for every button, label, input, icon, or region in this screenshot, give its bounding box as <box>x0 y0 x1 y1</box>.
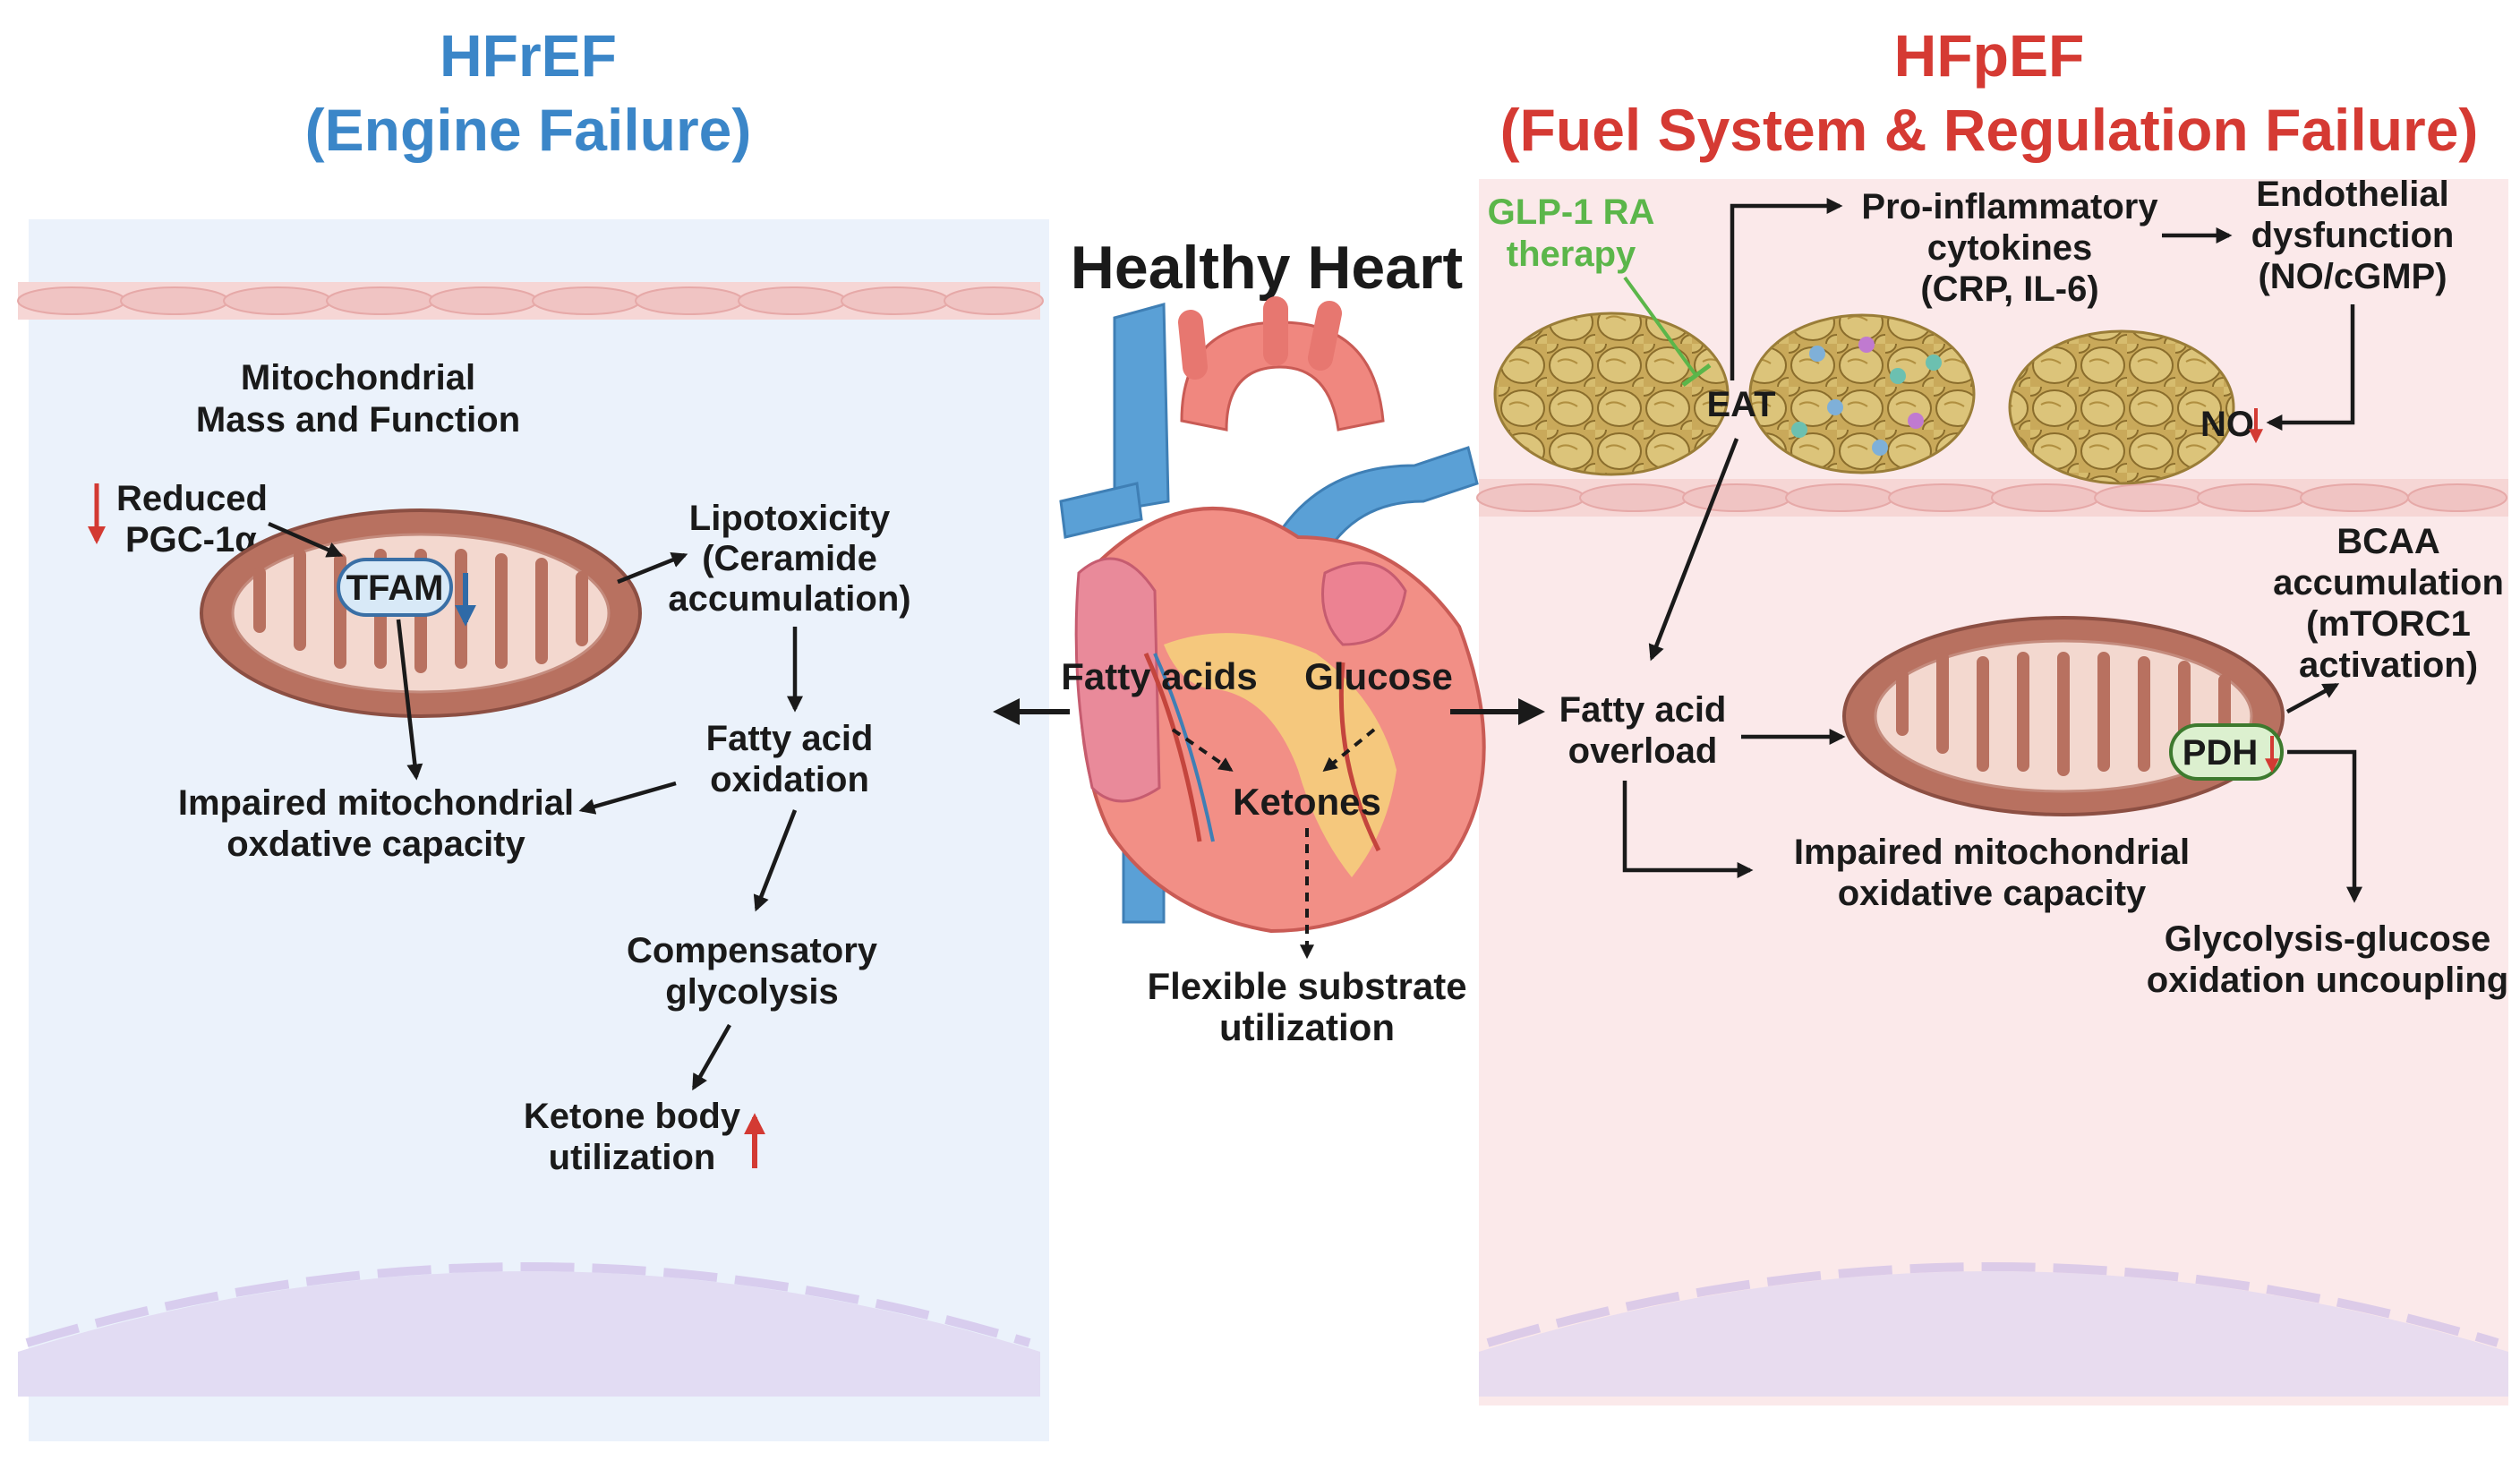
hfpef-title-line2: (Fuel System & Regulation Failure) <box>1500 97 2479 163</box>
hfpef-title-line1: HFpEF <box>1894 22 2085 89</box>
uncoup-line2: oxidation uncoupling <box>2147 961 2508 1000</box>
center-flexible-1: Flexible substrate <box>1147 965 1466 1007</box>
hfref-membrane-cells <box>17 286 1044 315</box>
eat-adipose-cluster-1 <box>1493 312 1730 476</box>
uncoup-line1: Glycolysis-glucose <box>2165 919 2491 959</box>
left-atrium <box>1321 561 1407 646</box>
fao-line2: oxidation <box>710 760 869 799</box>
arrow-mito-to-bcaa <box>2285 683 2340 713</box>
arrow-mito-to-lipotox <box>617 551 688 585</box>
eat-adipose-cluster-3 <box>2008 329 2235 485</box>
arrow-pgc1a-to-tfam <box>268 521 344 558</box>
arrow-tfam-to-impaired <box>396 619 423 781</box>
glp1-inhibition-bar <box>1681 363 1712 388</box>
arrow-endo-to-no <box>2266 304 2355 431</box>
ketone-line1: Ketone body <box>524 1097 741 1136</box>
center-fatty-acids: Fatty acids <box>1061 655 1257 697</box>
reduced-label: Reduced <box>116 479 268 518</box>
arrow-fao-to-impaired <box>578 781 677 815</box>
mito-mass-line2: Mass and Function <box>196 400 520 440</box>
hfref-nucleus <box>18 1271 1040 1397</box>
coronary-artery-2 <box>1338 662 1381 852</box>
glp1-line2: therapy <box>1507 235 1636 274</box>
tfam-label: TFAM <box>346 568 444 608</box>
arrow-eat-to-cytokines <box>1730 198 1843 380</box>
lipotox-line1: Lipotoxicity <box>689 499 891 538</box>
right-atrium <box>1074 557 1161 803</box>
hfref-nucleus-envelope <box>25 1262 1031 1347</box>
left-impaired-line2: oxdative capacity <box>226 824 525 864</box>
glyco-line2: glycolysis <box>665 972 838 1012</box>
coronary-artery-1 <box>1143 652 1202 842</box>
endo-line2: dysfunction <box>2251 216 2455 255</box>
hfpef-nucleus <box>1479 1271 2508 1397</box>
endo-line1: Endothelial <box>2256 175 2449 214</box>
right-impaired-line2: oxidative capacity <box>1838 874 2147 913</box>
glyco-line1: Compensatory <box>627 931 878 970</box>
aortic-branches <box>1178 296 1342 380</box>
mitochondrion-right <box>1842 616 2285 816</box>
dash-glucose-to-ketones <box>1322 728 1376 773</box>
pgc1a-label: PGC-1α <box>125 520 257 560</box>
hfref-panel <box>17 219 1049 1441</box>
no-label: NO <box>2200 405 2254 444</box>
arrow-fao-to-glycolysis <box>753 809 798 912</box>
healthy-heart-title: Healthy Heart <box>1071 234 1463 302</box>
center-flexible-2: utilization <box>1219 1006 1395 1048</box>
hfref-title-line1: HFrEF <box>440 22 617 89</box>
fao-line1: Fatty acid <box>706 719 874 758</box>
arrow-glyco-to-ketone <box>692 1023 731 1091</box>
bcaa-line4: activation) <box>2299 645 2478 685</box>
endo-line3: (NO/cGMP) <box>2258 257 2447 296</box>
bcaa-line2: accumulation <box>2273 563 2504 602</box>
cyto-line2: cytokines <box>1927 228 2093 268</box>
epicardial-fat <box>1164 633 1397 877</box>
glp1-line1: GLP-1 RA <box>1488 192 1655 232</box>
pdh-label: PDH <box>2183 733 2258 773</box>
center-ketones: Ketones <box>1233 781 1381 823</box>
bcaa-line3: (mTORC1 <box>2306 604 2471 644</box>
hfref-title-line2: (Engine Failure) <box>305 97 752 163</box>
bcaa-line1: BCAA <box>2336 522 2440 561</box>
ketone-line2: utilization <box>549 1138 716 1177</box>
glp1-inhibition-line <box>1623 276 1698 378</box>
tfam-box <box>337 558 453 617</box>
lipotox-line3: accumulation) <box>668 579 910 619</box>
right-impaired-line1: Impaired mitochondrial <box>1794 833 2190 872</box>
hfref-panel-bg <box>29 219 1049 1441</box>
pdh-box <box>2169 723 2284 781</box>
dash-fatty-to-ketones <box>1171 728 1234 772</box>
cyto-line3: (CRP, IL-6) <box>1920 269 2098 309</box>
pulmonary-artery <box>1269 446 1479 566</box>
cyto-line1: Pro-inflammatory <box>1861 187 2158 226</box>
lipotox-line2: (Ceramide <box>702 539 877 578</box>
arrow-eat-to-fa-overload <box>1648 438 1739 662</box>
arrow-pdh-to-uncoupling <box>2287 749 2362 903</box>
left-impaired-line1: Impaired mitochondrial <box>178 783 574 823</box>
svc-vessel <box>1113 303 1170 512</box>
immune-cells <box>1791 337 1942 456</box>
eat-label: EAT <box>1706 385 1775 424</box>
arrow-fa-to-impaired <box>1622 781 1754 878</box>
fa-overload-line1: Fatty acid <box>1559 690 1727 730</box>
center-glucose: Glucose <box>1304 655 1453 697</box>
heart-illustration <box>1059 296 1486 934</box>
fa-overload-line2: overload <box>1568 731 1718 771</box>
hfpef-membrane-cells <box>1476 483 2507 512</box>
pulmonary-vessels-left <box>1059 482 1143 539</box>
hfpef-nucleus-envelope <box>1486 1262 2499 1347</box>
mito-mass-line1: Mitochondrial <box>241 358 475 397</box>
